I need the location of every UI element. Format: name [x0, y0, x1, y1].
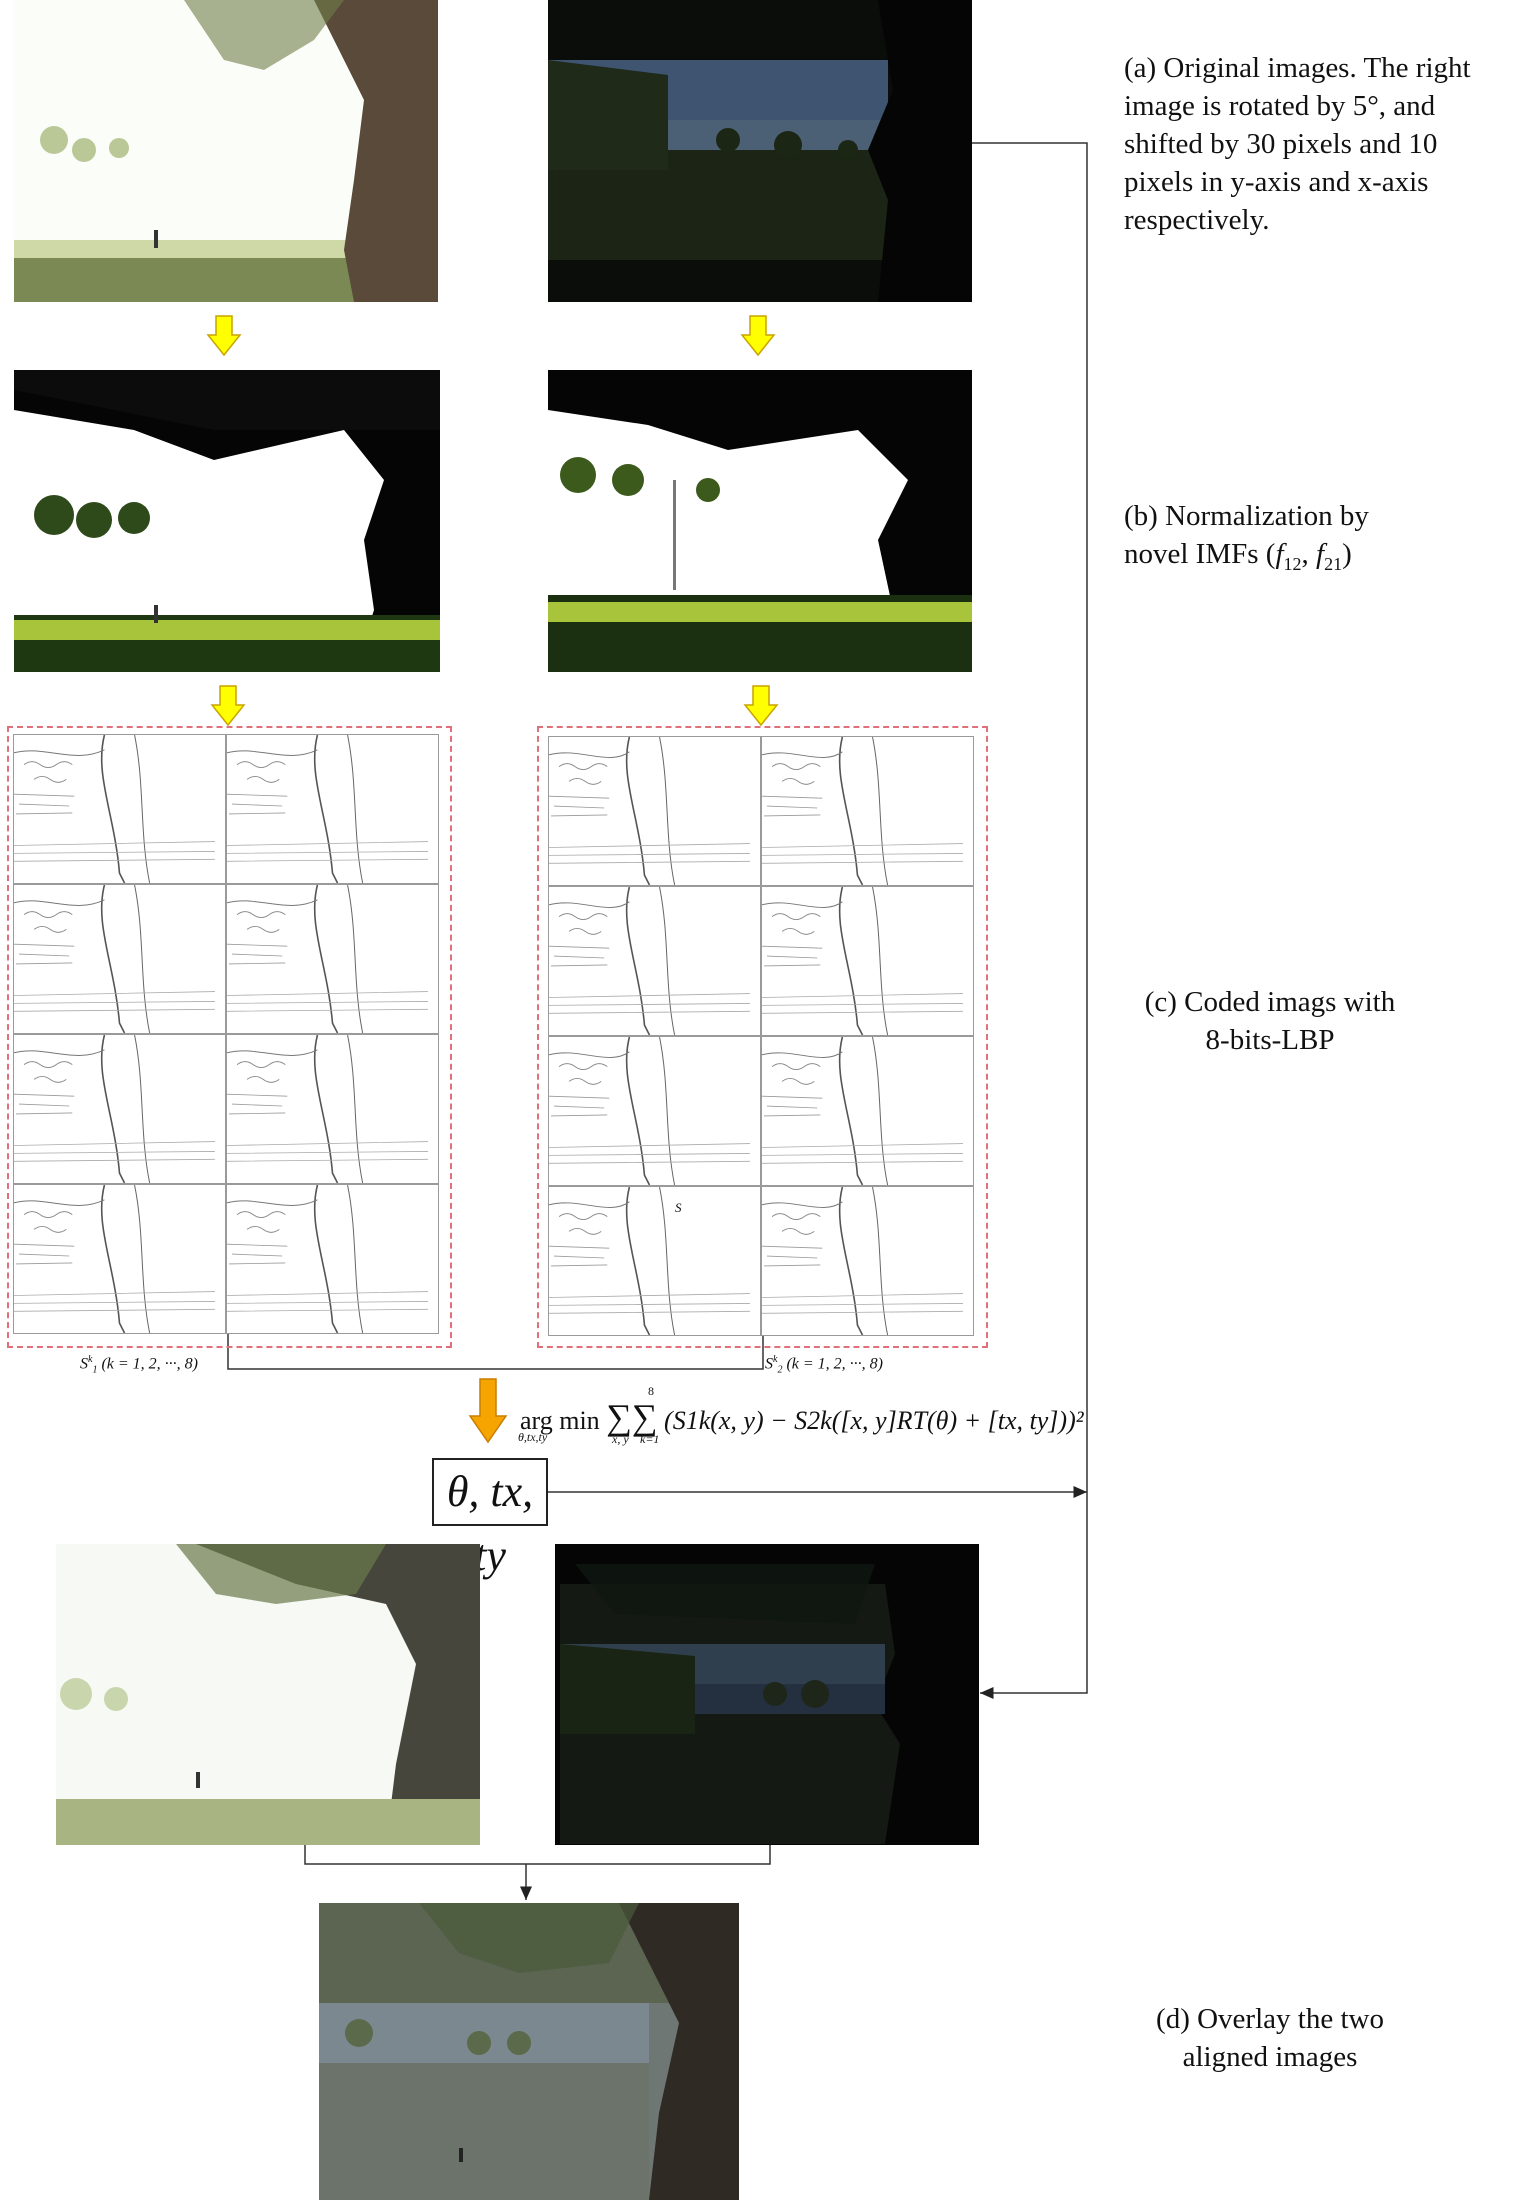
- lbp-group-right: [537, 726, 988, 1348]
- lbp-tile-left-r3-c1: [13, 1034, 226, 1184]
- connector-aligned-join: [304, 1845, 771, 1865]
- yellow-down-arrow-right-1: [740, 315, 776, 357]
- caption-a: (a) Original images. The right image is …: [1124, 52, 1471, 236]
- formula-sum1-sub: x, y: [612, 1432, 629, 1446]
- normalized-image-right: [548, 370, 972, 672]
- yellow-down-arrow-left-1: [206, 315, 242, 357]
- yellow-down-arrow-right-2: [743, 685, 779, 727]
- lbp-tile-right-r4-c2: [761, 1186, 974, 1336]
- aligned-image-left: [56, 1544, 480, 1845]
- formula-sum2-top: 8: [648, 1384, 654, 1398]
- yellow-down-arrow-left-2: [210, 685, 246, 727]
- lbp-tile-left-r2-c2: [226, 884, 439, 1034]
- lbp-tile-right-r2-c2: [761, 886, 974, 1036]
- normalized-image-left: [14, 370, 440, 672]
- original-image-right: [548, 0, 972, 302]
- lbp-tile-right-r1-c1: [548, 736, 761, 886]
- lbp-group-left: [7, 726, 452, 1348]
- lbp-tile-right-r3-c1: [548, 1036, 761, 1186]
- caption-b: (b) Normalization by novel IMFs (f12, f2…: [1124, 500, 1369, 574]
- aligned-image-right: [555, 1544, 979, 1845]
- caption-d: (d) Overlay the two aligned images: [1156, 2003, 1384, 2073]
- lbp-tile-left-r2-c1: [13, 884, 226, 1034]
- formula-sum2-sub: k=1: [640, 1432, 660, 1446]
- lbp-tile-left-r4-c2: [226, 1184, 439, 1334]
- lbp-tile-right-r3-c2: [761, 1036, 974, 1186]
- overlay-image: [319, 1903, 739, 2200]
- orange-down-arrow: [468, 1378, 508, 1444]
- lbp-tile-left-r1-c1: [13, 734, 226, 884]
- caption-c: (c) Coded imags with 8-bits-LBP: [1144, 986, 1396, 1056]
- formula-argmin: arg min: [520, 1406, 600, 1435]
- lbp-tile-right-r2-c1: [548, 886, 761, 1036]
- tile-mark: S: [675, 1200, 682, 1215]
- lbp-tile-right-r4-c1: [548, 1186, 761, 1336]
- s2-label: Sk2 (k = 1, 2, ···, 8): [765, 1354, 884, 1376]
- lbp-tile-right-r1-c2: [761, 736, 974, 886]
- objective-formula: arg min ∑∑ (S1k(x, y) − S2k([x, y]RT(θ) …: [520, 1397, 1084, 1437]
- lbp-tile-left-r1-c2: [226, 734, 439, 884]
- lbp-tile-left-r4-c1: [13, 1184, 226, 1334]
- s1-label: Sk1 (k = 1, 2, ···, 8): [80, 1354, 199, 1376]
- formula-argmin-sub: θ,tx,ty: [518, 1430, 548, 1444]
- original-image-left: [14, 0, 438, 302]
- lbp-tile-left-r3-c2: [226, 1034, 439, 1184]
- formula-body: (S1k(x, y) − S2k([x, y]RT(θ) + [tx, ty])…: [664, 1406, 1084, 1435]
- params-box: θ, tx, ty: [432, 1458, 548, 1580]
